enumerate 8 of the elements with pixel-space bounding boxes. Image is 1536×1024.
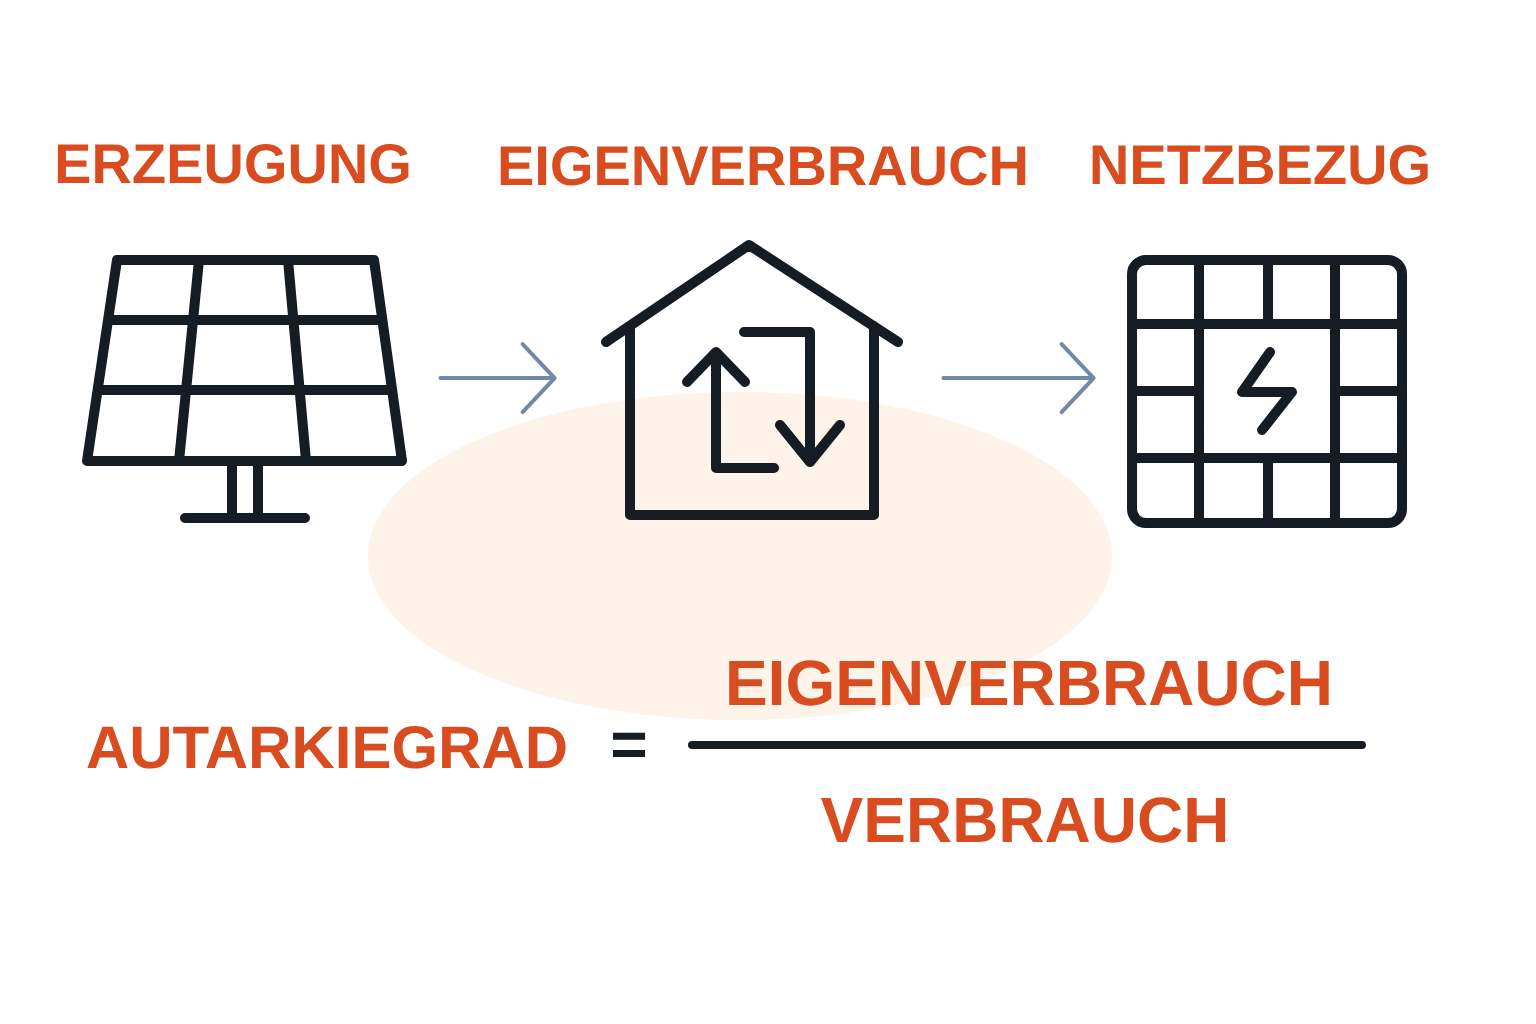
formula-term: AUTARKIEGRAD — [87, 726, 566, 769]
heading: EIGENVERBRAUCH — [500, 145, 1026, 186]
numerator: EIGENVERBRAUCH — [729, 660, 1329, 706]
equals-sign: = — [613, 732, 646, 757]
arrow — [941, 342, 1096, 414]
denominator: VERBRAUCH — [821, 797, 1226, 843]
heading: NETZBEZUG — [1092, 144, 1428, 185]
heading: ERZEUGUNG — [57, 143, 409, 184]
